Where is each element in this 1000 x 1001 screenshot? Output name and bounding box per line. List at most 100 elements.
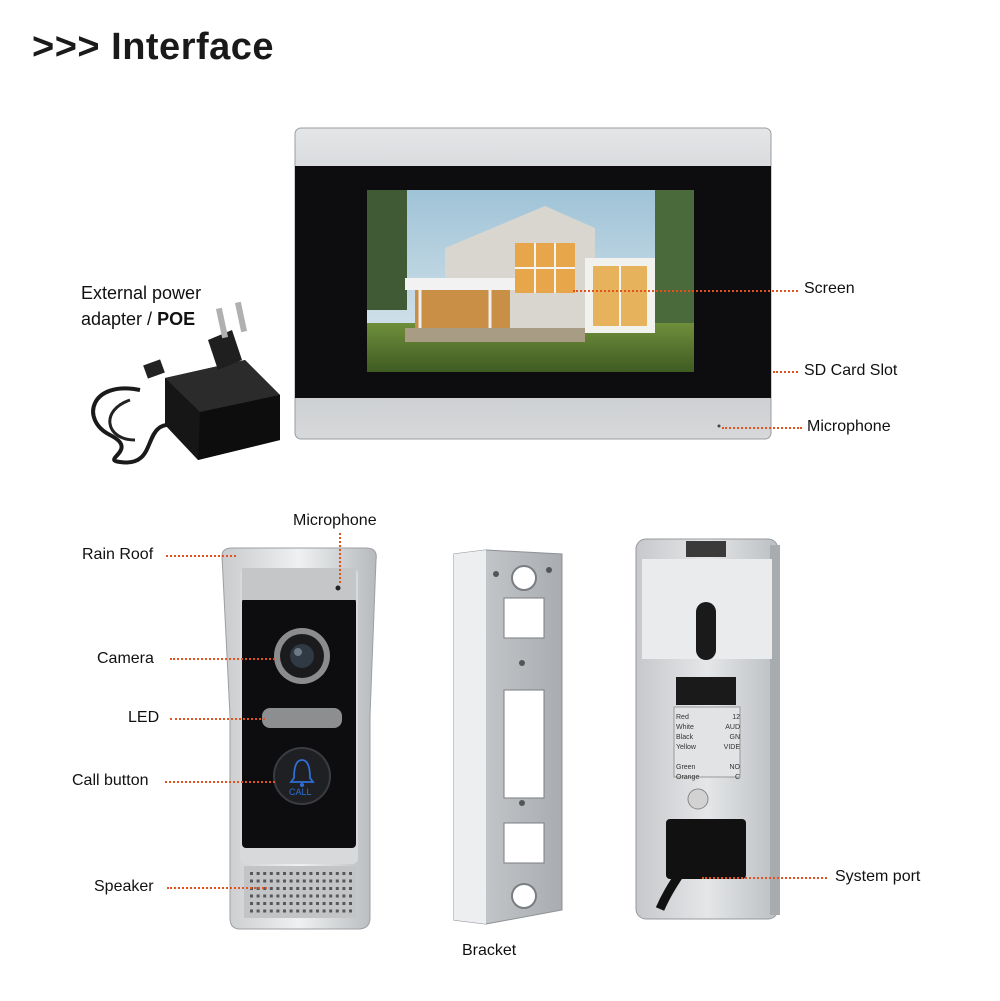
speaker-grille-hole (329, 902, 333, 905)
speaker-grille-hole (296, 909, 300, 913)
speaker-grille-hole (322, 902, 326, 905)
speaker-grille-hole (349, 902, 352, 905)
speaker-grille-hole (316, 887, 319, 890)
speaker-grille-hole (309, 902, 313, 905)
speaker-grille-hole (302, 887, 306, 890)
speaker-grille-hole (316, 902, 319, 905)
speaker-grille-hole (289, 872, 293, 875)
speaker-grille-hole (309, 887, 313, 890)
speaker-grille-hole (342, 902, 346, 905)
speaker-grille-hole (263, 872, 267, 875)
speaker-grille-hole (329, 872, 333, 875)
wire-row: Red 12 (676, 713, 740, 723)
speaker-grille-hole (342, 872, 346, 875)
power-adapter-line2: adapter / POE (81, 306, 201, 332)
speaker-grille-hole (329, 879, 333, 883)
speaker-grille-hole (269, 909, 273, 913)
speaker-grille-hole (283, 894, 286, 898)
wire-color: Red (676, 714, 689, 721)
speaker-grille-hole (349, 894, 352, 898)
speaker-grille-hole (329, 909, 333, 913)
wire-color: Orange (676, 774, 700, 781)
speaker-grille-hole (316, 879, 319, 883)
monitor-microphone-label: Microphone (807, 418, 891, 435)
speaker-grille-hole (289, 887, 293, 890)
wire-code: VIDE (723, 744, 740, 751)
speaker-grille-hole (276, 887, 280, 890)
power-adapter (80, 300, 290, 470)
speaker-grille-hole (342, 887, 346, 890)
speaker-grille-hole (263, 909, 267, 913)
speaker-grille-hole (335, 894, 339, 898)
page-title: >>> Interface (32, 26, 275, 68)
speaker-grille-hole (263, 879, 267, 883)
speaker-grille-hole (250, 894, 253, 898)
speaker-grille-hole (276, 872, 280, 875)
speaker-grille-hole (276, 909, 280, 913)
speaker-grille-hole (349, 879, 352, 883)
speaker-grille-hole (296, 887, 300, 890)
speaker-grille-hole (342, 879, 346, 883)
speaker-grille-hole (289, 909, 293, 913)
speaker-grille-hole (283, 879, 286, 883)
speaker-grille-hole (349, 872, 352, 875)
speaker-grille-hole (256, 902, 260, 905)
speaker-grille-hole (269, 902, 273, 905)
speaker-grille-hole (302, 872, 306, 875)
speaker-grille-hole (283, 887, 286, 890)
wire-color: Black (676, 734, 694, 741)
speaker-grille-hole (349, 909, 352, 913)
doorbell-illustration (221, 547, 377, 930)
wire-code: 12 (732, 714, 740, 721)
speaker-grille-hole (263, 902, 267, 905)
speaker-grille-hole (256, 909, 260, 913)
doorbell-outdoor-unit: CALL (218, 546, 380, 931)
power-adapter-line1: External power (81, 283, 202, 303)
speaker-grille-hole (269, 879, 273, 883)
speaker-grille-hole (302, 902, 306, 905)
speaker-grille-hole (296, 879, 300, 883)
screen-label: Screen (804, 280, 855, 297)
wire-code: AUD (725, 724, 740, 731)
call-button-text: CALL (289, 787, 312, 797)
speaker-grille-hole (250, 909, 253, 913)
speaker-grille-hole (349, 887, 352, 890)
rain-roof-label: Rain Roof (82, 546, 154, 563)
speaker-grille-hole (269, 894, 273, 898)
speaker-grille-hole (276, 879, 280, 883)
wire-row: Orange C (676, 773, 740, 783)
wire-code: NO (729, 764, 741, 771)
speaker-grille-hole (342, 894, 346, 898)
speaker-grille-hole (329, 887, 333, 890)
speaker-grille-hole (322, 879, 326, 883)
system-port-label: System port (835, 868, 921, 885)
bracket-label: Bracket (462, 942, 517, 959)
speaker-grille-hole (322, 887, 326, 890)
sd-card-slot-label: SD Card Slot (804, 362, 898, 379)
speaker-grille-hole (256, 872, 260, 875)
speaker-grille-hole (269, 872, 273, 875)
doorbell-microphone-label: Microphone (293, 512, 377, 529)
speaker-grille-hole (335, 909, 339, 913)
speaker-grille-hole (256, 894, 260, 898)
speaker-label: Speaker (94, 878, 154, 895)
speaker-grille-hole (316, 909, 319, 913)
speaker-grille-hole (316, 872, 319, 875)
speaker-grille-hole (302, 909, 306, 913)
speaker-grille-hole (335, 902, 339, 905)
mounting-bracket (452, 548, 566, 928)
power-adapter-prefix: adapter / (81, 309, 158, 329)
speaker-grille-hole (289, 902, 293, 905)
wire-code: C (734, 774, 740, 781)
poe-text: POE (157, 309, 196, 329)
speaker-grille-hole (250, 902, 253, 905)
speaker-grille-hole (276, 894, 280, 898)
speaker-grille-hole (296, 894, 300, 898)
speaker-grille-hole (250, 872, 253, 875)
